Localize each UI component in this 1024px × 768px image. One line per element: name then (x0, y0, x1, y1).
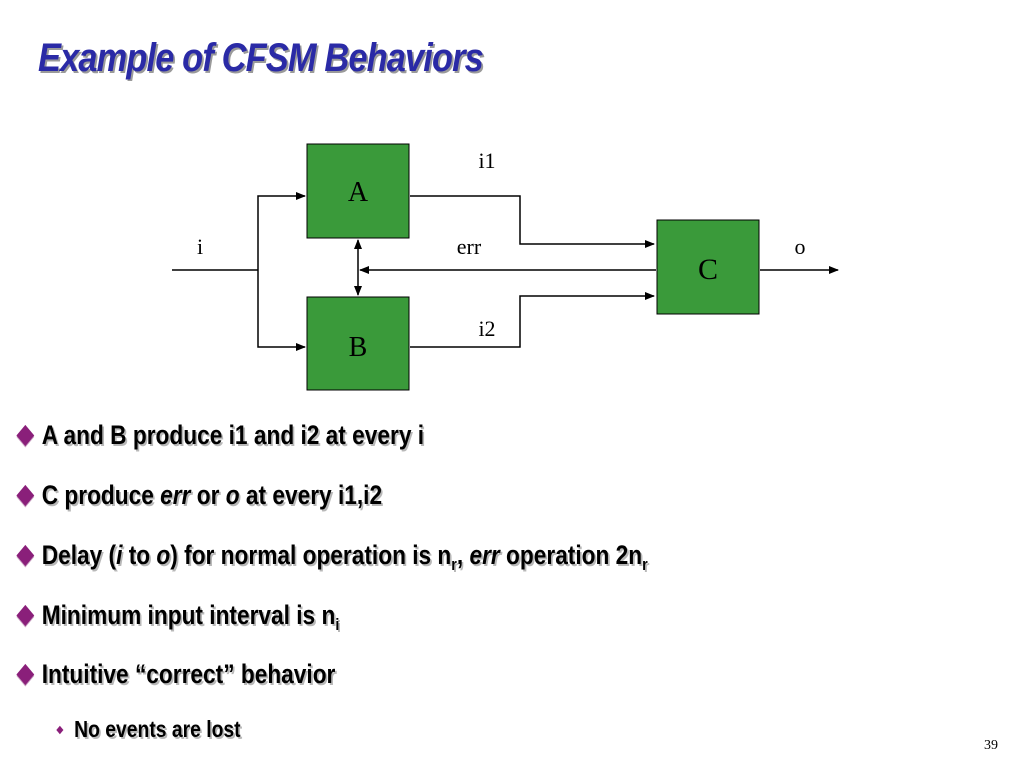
bullet-item: Intuitive “correct” behavior (14, 661, 335, 688)
bullet-text: Delay (i to o) for normal operation is n… (41, 540, 648, 574)
diamond-bullet-icon (16, 604, 35, 627)
signal-err-label: err (457, 234, 482, 259)
bullet-text: C produce err or o at every i1,i2 (41, 480, 383, 510)
slide-title: Example of CFSM Behaviors (38, 36, 484, 80)
block-c (656, 219, 760, 315)
bullet-item: Minimum input interval is ni (14, 600, 340, 634)
diamond-bullet-icon (16, 424, 35, 447)
block-b-label: B (349, 332, 368, 363)
bullet-item: A and B produce i1 and i2 at every i (14, 422, 424, 449)
bullet-item: Delay (i to o) for normal operation is n… (14, 540, 648, 574)
block-a (306, 143, 410, 239)
bullet-text: A and B produce i1 and i2 at every i (41, 420, 425, 450)
page-number: 39 (984, 738, 998, 753)
block-a-label: A (348, 177, 369, 208)
signal-i1-label: i1 (478, 148, 495, 173)
diamond-bullet-icon (16, 544, 35, 567)
i-to-b-wire (257, 270, 306, 351)
i1-wire (410, 195, 655, 248)
block-b (306, 296, 410, 391)
small-diamond-bullet-icon (56, 725, 64, 734)
sub-bullet-text: No events are lost (74, 716, 241, 742)
sub-bullet-item: No events are lost (54, 716, 241, 743)
i-to-a-wire (257, 192, 306, 270)
signal-o-label: o (795, 234, 806, 259)
diamond-bullet-icon (16, 663, 35, 686)
bullet-item: C produce err or o at every i1,i2 (14, 482, 382, 509)
diamond-bullet-icon (16, 484, 35, 507)
i2-wire (410, 292, 655, 348)
bullet-text: Intuitive “correct” behavior (41, 659, 336, 689)
signal-i-label: i (197, 234, 203, 259)
bullet-text: Minimum input interval is ni (41, 600, 340, 634)
block-c-label: C (698, 253, 718, 286)
signal-i2-label: i2 (478, 316, 495, 341)
